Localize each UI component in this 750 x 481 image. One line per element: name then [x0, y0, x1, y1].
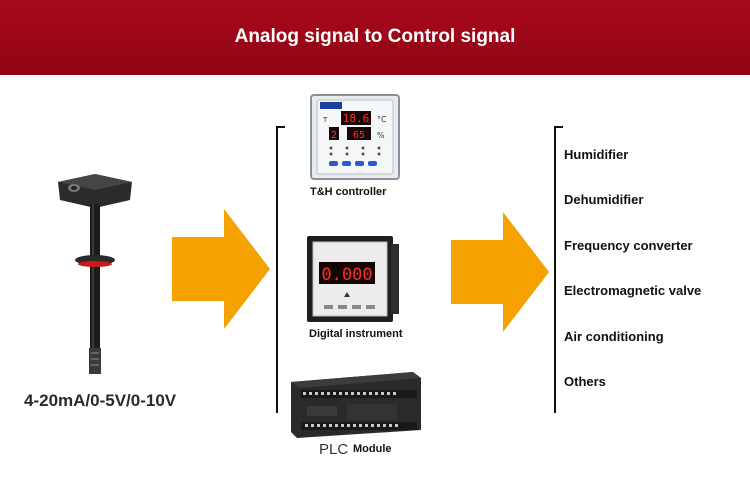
output-item-humidifier: Humidifier	[564, 147, 629, 162]
svg-text:18.6: 18.6	[343, 112, 370, 125]
output-item-frequency-converter: Frequency converter	[564, 238, 693, 253]
svg-text:65: 65	[353, 130, 365, 141]
arrow-right-icon	[451, 212, 549, 332]
output-item-electromagnetic-valve: Electromagnetic valve	[564, 283, 702, 298]
output-item-air-conditioning: Air conditioning	[564, 329, 664, 344]
signal-label: 4-20mA/0-5V/0-10V	[24, 391, 177, 410]
svg-text:0.000: 0.000	[321, 265, 372, 285]
sensor-transmitter-image	[58, 174, 132, 374]
bracket-line-right	[554, 126, 556, 413]
output-item-dehumidifier: Dehumidifier	[564, 192, 644, 207]
th-controller-image: 18.6 °C T 2 65 %	[310, 94, 400, 180]
bracket-tick-top-right	[554, 126, 563, 128]
plc-label-main: PLC	[319, 441, 349, 458]
banner-title: Analog signal to Control signal	[234, 26, 516, 47]
digital-instrument-image: 0.000	[307, 236, 399, 322]
svg-text:2: 2	[331, 130, 337, 141]
bracket-tick-top-left	[276, 126, 285, 128]
plc-module-image	[291, 372, 421, 438]
arrow-right-icon	[172, 209, 270, 329]
header-banner: Analog signal to Control signal	[0, 0, 750, 75]
th-controller-label: T&H controller	[310, 186, 387, 198]
svg-text:%: %	[377, 131, 385, 140]
plc-label-sub: Module	[353, 443, 392, 455]
digital-instrument-label: Digital instrument	[309, 328, 403, 340]
svg-text:°C: °C	[377, 115, 387, 124]
output-item-others: Others	[564, 374, 606, 389]
bracket-line-left	[276, 126, 278, 413]
svg-text:T: T	[322, 116, 328, 124]
